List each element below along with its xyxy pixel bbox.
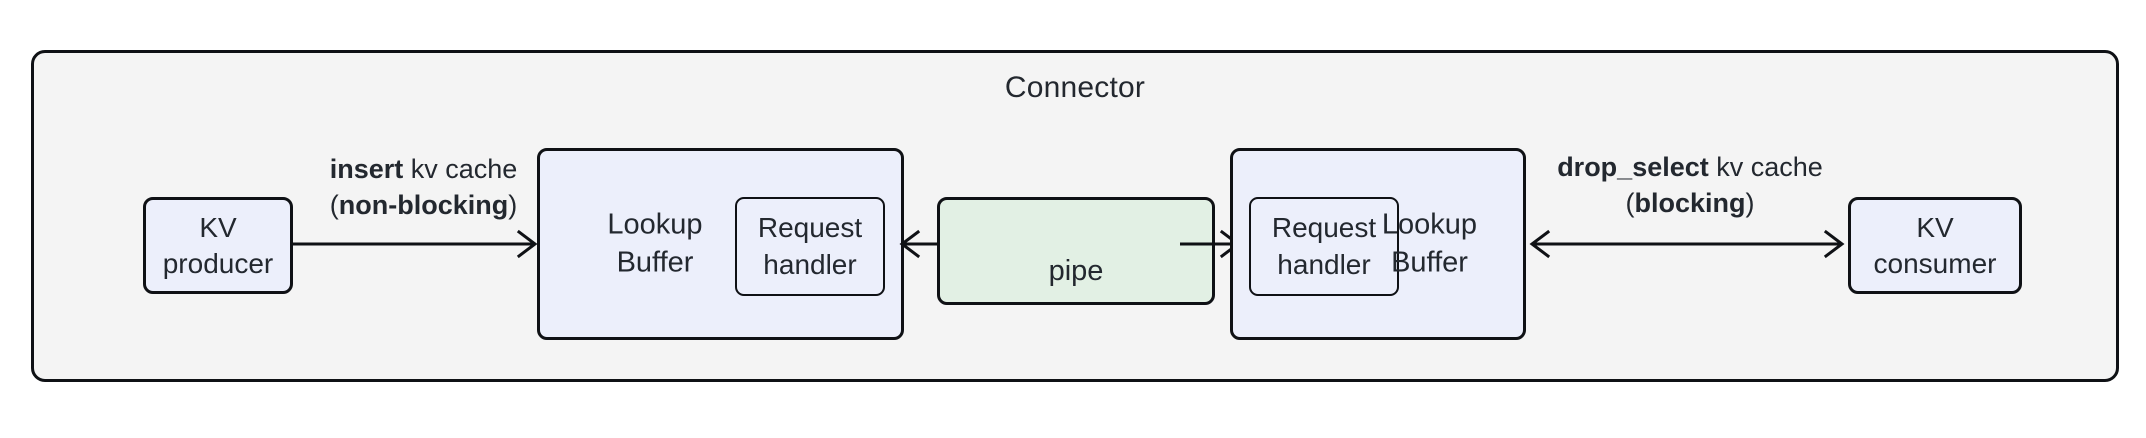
edge-arrow-insert xyxy=(293,229,538,259)
edge-label-insert: insert kv cache (non-blocking) xyxy=(286,152,561,223)
request-handler-right-line-2: handler xyxy=(1277,248,1371,280)
lookup-buffer-left-line-2: Buffer xyxy=(616,246,694,278)
kv-producer-node[interactable]: KV producer xyxy=(143,197,293,294)
edge-label-drop-select-paren-open: ( xyxy=(1625,187,1635,218)
lookup-buffer-right-label: Lookup Buffer xyxy=(1352,206,1507,281)
edge-label-insert-rest: kv cache xyxy=(403,154,518,184)
pipe-label: pipe xyxy=(1048,254,1104,287)
request-handler-right-node[interactable]: Request handler xyxy=(1249,197,1399,296)
kv-producer-line-1: KV xyxy=(199,211,237,243)
lookup-buffer-right-line-1: Lookup xyxy=(1381,208,1478,241)
kv-producer-line-2: producer xyxy=(162,247,274,279)
edge-label-drop-select: drop_select kv cache (blocking) xyxy=(1530,150,1850,221)
connector-title: Connector xyxy=(1004,71,1146,104)
edge-arrow-drop-select xyxy=(1529,229,1845,259)
edge-label-insert-paren-open: ( xyxy=(329,189,339,220)
kv-consumer-node[interactable]: KV consumer xyxy=(1848,197,2022,294)
lookup-buffer-left-node[interactable]: Lookup Buffer Request handler xyxy=(537,148,904,340)
pipe-node[interactable]: pipe xyxy=(937,197,1215,305)
lookup-buffer-left-label: Lookup Buffer xyxy=(575,206,735,281)
edge-label-drop-select-paren-close: ) xyxy=(1745,187,1755,218)
request-handler-left-node[interactable]: Request handler xyxy=(735,197,885,296)
request-handler-right-line-1: Request xyxy=(1271,212,1377,244)
edge-label-insert-paren-close: ) xyxy=(508,189,518,220)
request-handler-left-line-2: handler xyxy=(763,248,857,280)
edge-label-insert-mode: non-blocking xyxy=(338,189,509,220)
lookup-buffer-right-node[interactable]: Request handler Lookup Buffer xyxy=(1230,148,1526,340)
edge-label-drop-select-op: drop_select xyxy=(1557,152,1709,182)
lookup-buffer-right-line-2: Buffer xyxy=(1391,246,1468,278)
edge-label-drop-select-rest: kv cache xyxy=(1708,152,1823,182)
kv-consumer-line-1: KV xyxy=(1916,211,1954,243)
edge-label-drop-select-mode: blocking xyxy=(1634,187,1746,218)
kv-consumer-line-2: consumer xyxy=(1873,247,1997,279)
edge-label-insert-op: insert xyxy=(329,154,404,184)
request-handler-left-line-1: Request xyxy=(757,212,863,244)
lookup-buffer-left-line-1: Lookup xyxy=(607,208,703,241)
